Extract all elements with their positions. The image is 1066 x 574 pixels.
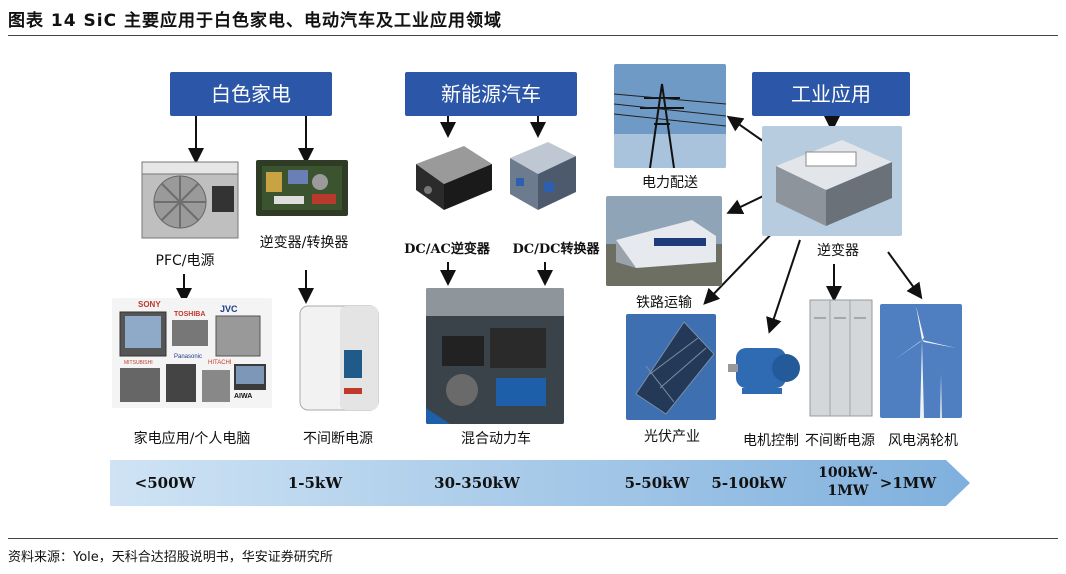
brand-panasonic: Panasonic <box>174 354 202 360</box>
dcac-inverter-image <box>410 140 496 214</box>
label-power-distribution: 电力配送 <box>628 172 712 192</box>
source-note: 资料来源：Yole，天科合达招股说明书，华安证券研究所 <box>8 546 333 565</box>
dcdc-converter-image <box>504 138 580 216</box>
label-ups2: 不间断电源 <box>802 430 878 450</box>
brand-jvc: JVC <box>220 304 238 314</box>
power-distribution-image <box>614 64 726 168</box>
label-pfc: PFC/电源 <box>145 250 225 270</box>
label-inverter: 逆变器 <box>796 240 880 260</box>
rail-image <box>606 196 722 286</box>
label-home-pc: 家电应用/个人电脑 <box>112 428 272 448</box>
hybrid-engine-image <box>426 288 564 424</box>
converter-board-image <box>256 160 348 216</box>
brand-toshiba: TOSHIBA <box>174 311 205 318</box>
brand-hitachi: HITACHI <box>208 360 232 366</box>
power-1-5kw: 1-5kW <box>280 474 350 492</box>
industrial-inverter-image <box>762 126 902 236</box>
pv-image <box>626 314 716 420</box>
ups-image <box>296 302 382 414</box>
home-appliances-image: SONY TOSHIBA JVC Panasonic HITACHI AIWA … <box>112 298 272 408</box>
power-5-100kw: 5-100kW <box>704 474 794 492</box>
label-hybrid: 混合动力车 <box>444 428 548 448</box>
label-dcdc: DC/DC转换器 <box>504 238 608 257</box>
power-supply-image <box>140 160 240 240</box>
power-30-350kw: 30-350kW <box>422 474 532 492</box>
brand-mitsubishi: MITSUBISHI <box>124 360 153 366</box>
label-rail: 铁路运输 <box>622 292 706 312</box>
power-lt-500w: <500W <box>130 474 200 492</box>
label-pv: 光伏产业 <box>622 426 722 446</box>
power-5-50kw: 5-50kW <box>618 474 696 492</box>
label-wind: 风电涡轮机 <box>880 430 966 450</box>
arrow-inv-wind <box>888 252 920 296</box>
label-ups: 不间断电源 <box>292 428 384 448</box>
power-gt-1mw: >1MW <box>872 474 944 492</box>
label-dcac: DC/AC逆变器 <box>392 238 502 257</box>
brand-aiwa: AIWA <box>234 393 252 400</box>
label-motor: 电机控制 <box>736 430 806 450</box>
wind-image <box>880 304 962 418</box>
brand-sony: SONY <box>138 300 161 309</box>
industrial-ups-image <box>808 298 874 418</box>
bottom-rule <box>8 538 1058 539</box>
label-inverter-converter: 逆变器/转换器 <box>252 232 356 252</box>
motor-image <box>726 336 802 402</box>
